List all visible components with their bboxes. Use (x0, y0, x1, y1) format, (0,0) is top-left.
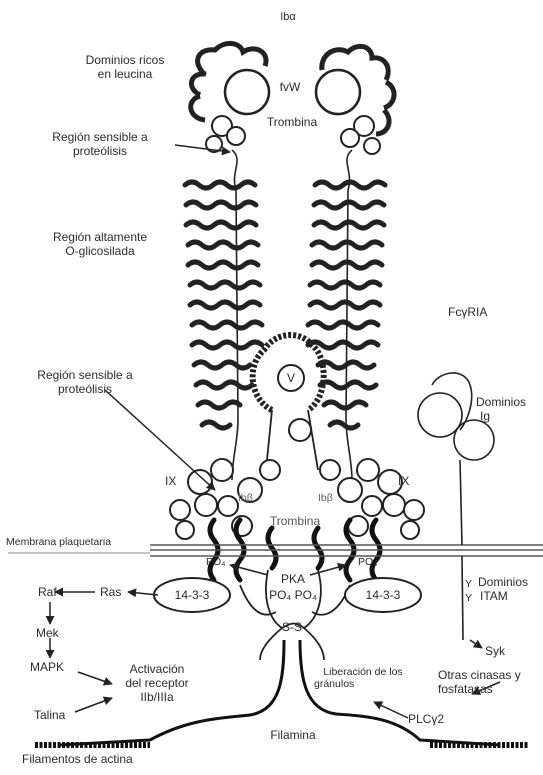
ig-domains-label: Dominios Ig (476, 395, 526, 423)
po4-right-label: PO₄ (358, 556, 377, 568)
proteolysis-top-label: Región sensible a proteólisis (35, 130, 165, 158)
leucine-domains-line-2: en leucina (70, 67, 180, 81)
ib-beta-left-label: Ibβ (238, 492, 253, 504)
protein-14-3-3-right-label: 14-3-3 (353, 588, 413, 602)
talin-label: Talina (34, 708, 65, 722)
vwf-label: fvW (270, 80, 310, 94)
ib-beta-right-label: Ibβ (318, 492, 333, 504)
activation-line-3: IIb/IIIa (112, 690, 202, 704)
raf-label: Raf (38, 585, 57, 599)
pka-label: PKA (270, 572, 316, 586)
filamin-label: Filamina (258, 728, 328, 742)
leucine-domains-label: Dominios ricos en leucina (70, 53, 180, 81)
proteolysis-mid-label: Región sensible a proteólisis (15, 368, 155, 396)
y-left-label: Y (465, 578, 472, 590)
glycosylated-line-2: O-glicosilada (35, 244, 165, 258)
ig-domains-line-1: Dominios (476, 395, 526, 409)
activation-line-1: Activación (112, 662, 202, 676)
itam-label: Dominios ITAM (478, 575, 528, 603)
y-right-label: Y (465, 592, 472, 604)
itam-line-1: Dominios (478, 575, 528, 589)
protein-14-3-3-left-label: 14-3-3 (162, 588, 222, 602)
gp-v-coil (253, 335, 324, 470)
po4-left-label: PO₄ (206, 556, 225, 568)
thrombin-top-label: Trombina (262, 115, 322, 129)
ras-label: Ras (100, 585, 121, 599)
other-kinases-line-2: fosfatasas (438, 682, 521, 696)
glycosylated-line-1: Región altamente (35, 230, 165, 244)
po4-center-label: PO₄ PO₄ (258, 588, 328, 602)
leucine-domains-line-1: Dominios ricos (70, 53, 180, 67)
leucine-rich-domains-left (191, 43, 269, 152)
leucine-rich-domains-right (316, 46, 394, 154)
plc-label: PLCγ2 (408, 712, 444, 726)
ig-domains-line-2: Ig (476, 409, 526, 423)
ix-right-label: IX (398, 474, 409, 488)
activation-line-2: del receptor (112, 676, 202, 690)
thrombin-mid-label: Trombina (262, 514, 328, 528)
proteolysis-top-line-1: Región sensible a (35, 130, 165, 144)
glycosylated-label: Región altamente O-glicosilada (35, 230, 165, 258)
other-kinases-label: Otras cinasas y fosfatasas (438, 668, 521, 696)
fcgamma-label: FcγRIA (448, 305, 487, 319)
ib-alpha-label: Ibα (268, 10, 308, 24)
o-glycosylated-region-left (185, 182, 262, 428)
itam-line-2: ITAM (478, 589, 528, 603)
proteolysis-mid-line-1: Región sensible a (15, 368, 155, 382)
granule-release-line-1: Liberación de los (308, 666, 418, 678)
gp-v-label: V (281, 371, 301, 385)
granule-release-label: Liberación de los gránulos (308, 666, 418, 690)
granule-release-line-2: gránulos (308, 678, 418, 690)
ix-left-label: IX (165, 474, 176, 488)
membrane-label: Membrana plaquetaria (6, 536, 111, 548)
proteolysis-mid-line-2: proteólisis (15, 382, 155, 396)
activation-label: Activación del receptor IIb/IIIa (112, 662, 202, 704)
actin-label: Filamentos de actina (22, 752, 133, 766)
proteolysis-top-line-2: proteólisis (35, 144, 165, 158)
mapk-label: MAPK (30, 660, 64, 674)
mek-label: Mek (36, 626, 59, 640)
disulfide-label: S-S (276, 620, 308, 634)
other-kinases-line-1: Otras cinasas y (438, 668, 521, 682)
syk-label: Syk (485, 644, 505, 658)
